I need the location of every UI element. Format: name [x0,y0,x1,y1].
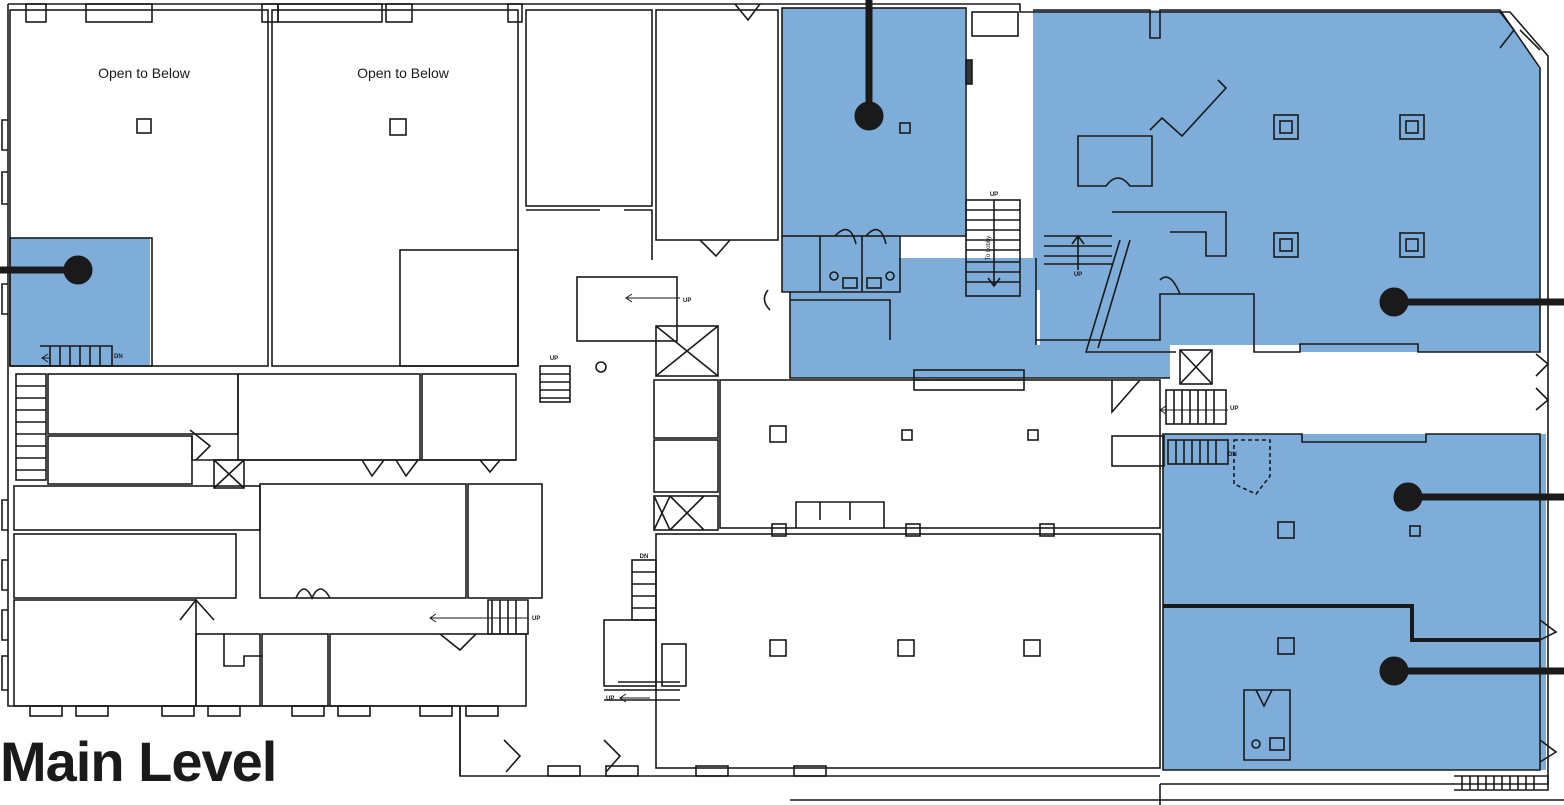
up-label-center-stair: UP [683,298,691,304]
callout-marker-1 [854,0,884,131]
column [899,122,911,134]
column [1409,525,1421,537]
callout-marker-5 [1379,656,1564,686]
up-label-spiral-stair: UP [550,356,558,362]
column [769,639,787,657]
lobby-stair [965,11,1021,297]
column [1277,637,1295,655]
dn-label-right-lower-stair: DN [1228,452,1237,458]
column [1273,232,1299,258]
mid-left-offices [13,373,543,707]
right-large-room [1033,9,1541,353]
open-to-below-label-left: Open to Below [98,65,191,81]
column [1405,238,1419,252]
highlight-top-center-room [782,8,965,292]
column [901,429,913,441]
highlight-right-bottom-room [1163,606,1546,770]
column [1279,120,1293,134]
highlight-right-large-room [1033,10,1540,352]
column [136,118,152,134]
left-facade [1,119,8,691]
center-top-rooms [781,7,973,293]
column [769,425,787,443]
top-left-rooms [9,3,523,367]
column [1023,639,1041,657]
up-label-bottom-center-stair: UP [606,696,614,702]
up-label-right-stair: UP [1074,272,1082,278]
column [1405,120,1419,134]
highlight-center-corridor [790,258,1170,378]
column [1399,232,1425,258]
callout-marker-2 [0,255,93,285]
column [1277,521,1295,539]
column [1399,114,1425,140]
up-label-right-lower-stair: UP [1230,406,1238,412]
column [1027,429,1039,441]
floor-title: Main Level [0,730,277,793]
top-middle-rooms [525,3,779,377]
to-lobby-label: To Lobby [986,236,992,260]
up-label-lower-left-stair: UP [532,616,540,622]
column [389,118,407,136]
column [1279,238,1293,252]
right-lower-rooms [1162,433,1558,791]
column [1273,114,1299,140]
dn-label-central-stair: DN [640,554,649,560]
stair-note-unreadable: ... [652,294,656,300]
bottom-pilasters [29,705,827,777]
highlighted-spaces [10,8,1546,770]
up-label-lobby-stair: UP [990,192,998,198]
callout-marker-3 [1379,287,1564,317]
dn-label-left-stair: DN [114,354,123,360]
column [897,639,915,657]
central-core [40,345,719,701]
center-hall [655,349,1550,769]
callout-marker-4 [1393,482,1564,512]
open-to-below-label-right: Open to Below [357,65,450,81]
callouts [0,0,1564,686]
